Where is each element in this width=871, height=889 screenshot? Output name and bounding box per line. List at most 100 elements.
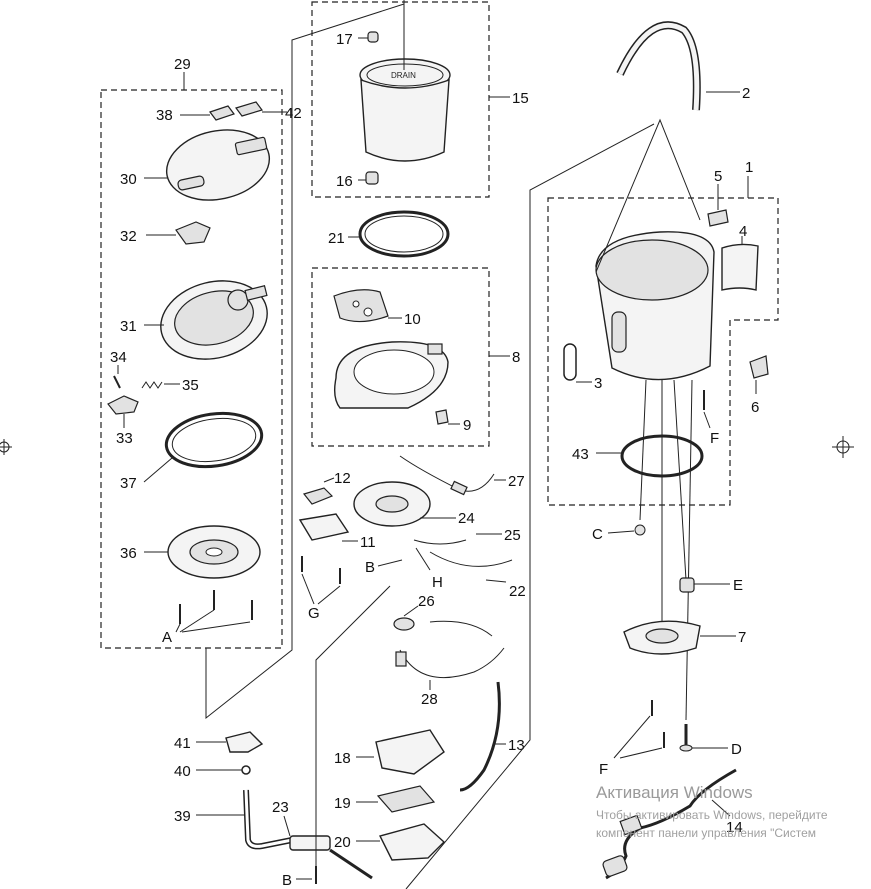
part-37-lid-gasket <box>164 411 264 469</box>
label-g: G <box>308 605 320 622</box>
part-8-body-ring <box>333 341 449 409</box>
label-a: A <box>162 629 172 646</box>
screws-a <box>179 590 253 624</box>
part-15-inner-pot: DRAIN <box>359 58 451 162</box>
part-41-pump-head <box>225 731 264 753</box>
label-43: 43 <box>572 446 589 463</box>
label-24: 24 <box>458 510 475 527</box>
part-17-valve <box>367 31 379 43</box>
label-36: 36 <box>120 545 137 562</box>
label-15: 15 <box>512 90 529 107</box>
label-30: 30 <box>120 171 137 188</box>
part-39-hose <box>243 789 293 850</box>
group-1-box <box>547 197 779 506</box>
label-26: 26 <box>418 593 435 610</box>
label-13: 13 <box>508 737 525 754</box>
label-21: 21 <box>328 230 345 247</box>
screw-c <box>634 524 646 536</box>
label-11: 11 <box>360 534 376 551</box>
label-41: 41 <box>174 735 191 752</box>
part-21-ring <box>358 210 450 258</box>
guide-c <box>639 379 647 521</box>
guide-base-3 <box>685 379 693 721</box>
group-29-box <box>100 89 283 649</box>
part-22-wire <box>429 551 513 567</box>
guide-base-2 <box>673 379 687 581</box>
drain-label: DRAIN <box>391 71 416 80</box>
label-31: 31 <box>120 318 137 335</box>
label-12: 12 <box>334 470 351 487</box>
part-7-base <box>623 620 701 655</box>
label-37: 37 <box>120 475 137 492</box>
part-16-foot <box>365 171 379 185</box>
part-38-seal <box>209 105 235 121</box>
label-c: C <box>592 526 603 543</box>
screws-f-lower <box>651 700 665 748</box>
part-42-seal <box>235 101 263 117</box>
part-3-window <box>563 343 577 381</box>
part-e-foot <box>679 577 695 593</box>
part-27-sensor <box>399 455 495 496</box>
part-6-hinge <box>749 355 769 379</box>
part-5-label <box>707 209 729 227</box>
part-4-panel <box>721 243 759 291</box>
label-42: 42 <box>285 105 302 122</box>
label-b-upper: B <box>365 559 375 576</box>
label-34: 34 <box>110 349 127 366</box>
part-28-harness <box>395 620 505 679</box>
connector-b <box>315 585 391 866</box>
label-29: 29 <box>174 56 191 73</box>
screws-g <box>301 556 341 584</box>
part-34-pin <box>113 375 121 389</box>
label-19: 19 <box>334 795 351 812</box>
part-26-thermostat <box>393 617 415 631</box>
part-30-lid-cover <box>165 129 271 201</box>
label-2: 2 <box>742 85 750 102</box>
part-31-inner-lid <box>160 280 268 360</box>
connector-left <box>205 3 405 720</box>
label-16: 16 <box>336 173 353 190</box>
label-8: 8 <box>512 349 520 366</box>
part-9-clip <box>435 409 449 425</box>
part-1-outer-body <box>595 231 715 381</box>
label-40: 40 <box>174 763 191 780</box>
label-17: 17 <box>336 31 353 48</box>
label-4: 4 <box>739 223 747 240</box>
part-19-sheet <box>376 785 436 813</box>
watermark-title: Активация Windows <box>596 783 753 802</box>
label-28: 28 <box>421 691 438 708</box>
part-11-bracket <box>298 513 350 541</box>
body-guide-lines <box>595 118 701 273</box>
label-20: 20 <box>334 834 351 851</box>
screw-d <box>679 724 693 752</box>
label-f-upper: F <box>710 430 719 447</box>
part-35-spring <box>141 381 163 389</box>
label-14: 14 <box>726 819 743 836</box>
part-13-tube <box>459 681 501 792</box>
part-20-holder <box>378 823 446 861</box>
part-24-heater-plate <box>353 481 431 527</box>
watermark-line-2: компонент панели управления "Систем <box>596 826 816 840</box>
connector-right <box>405 123 655 889</box>
label-h: H <box>432 574 443 591</box>
label-6: 6 <box>751 399 759 416</box>
label-22: 22 <box>509 583 526 600</box>
label-39: 39 <box>174 808 191 825</box>
part-18-board <box>375 729 445 775</box>
label-d: D <box>731 741 742 758</box>
label-9: 9 <box>463 417 471 434</box>
part-33-latch <box>107 395 139 415</box>
label-27: 27 <box>508 473 525 490</box>
label-33: 33 <box>116 430 133 447</box>
registration-mark-left <box>0 439 12 455</box>
label-3: 3 <box>594 375 602 392</box>
label-e: E <box>733 577 743 594</box>
part-14-power-cord <box>602 768 737 880</box>
part-2-handle <box>616 21 701 111</box>
group-15-box <box>311 1 490 198</box>
label-25: 25 <box>504 527 521 544</box>
label-1: 1 <box>745 159 753 176</box>
part-25-wire <box>413 539 467 545</box>
part-10-control-panel <box>333 289 389 323</box>
label-10: 10 <box>404 311 421 328</box>
